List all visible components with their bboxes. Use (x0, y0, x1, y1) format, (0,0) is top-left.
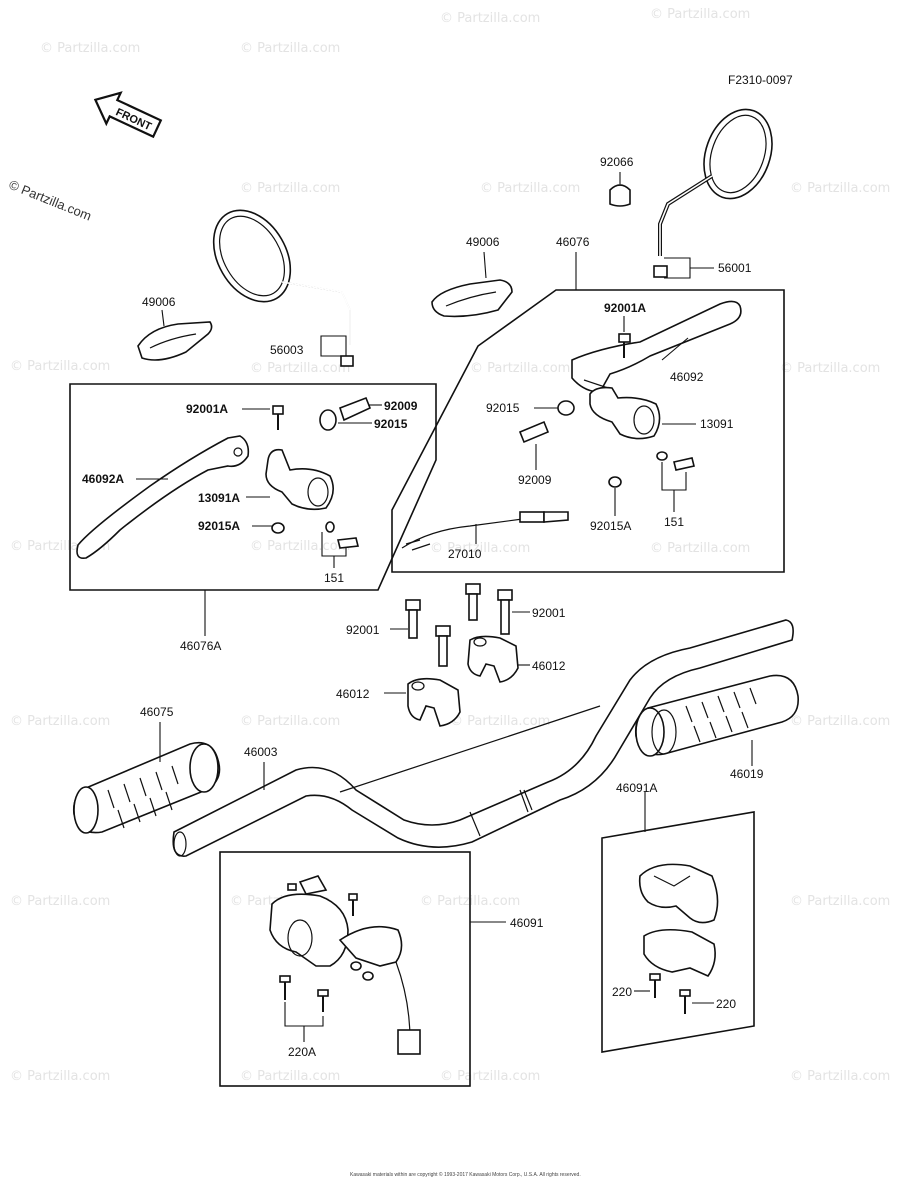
left-lever-assembly (76, 396, 372, 560)
label-13091A: 13091A (198, 491, 240, 505)
svg-text:© Partzilla.com: © Partzilla.com (780, 361, 880, 376)
right-lever-assembly (401, 300, 742, 551)
left-switch-assembly (269, 875, 421, 1055)
label-46076A: 46076A (180, 639, 221, 653)
label-56003: 56003 (270, 343, 304, 357)
svg-text:© Partzilla.com: © Partzilla.com (650, 541, 750, 556)
svg-text:© Partzilla.com: © Partzilla.com (650, 7, 750, 22)
label-46019: 46019 (730, 767, 764, 781)
left-lever-cover (137, 321, 213, 361)
svg-text:© Partzilla.com: © Partzilla.com (240, 181, 340, 196)
label-46092: 46092 (670, 370, 704, 384)
svg-text:© Partzilla.com: © Partzilla.com (10, 1069, 110, 1084)
svg-text:© Partzilla.com: © Partzilla.com (440, 11, 540, 26)
watermark-layer: © Partzilla.com © Partzilla.com © Partzi… (10, 7, 890, 1084)
svg-text:© Partzilla.com: © Partzilla.com (440, 1069, 540, 1084)
svg-text:© Partzilla.com: © Partzilla.com (250, 361, 350, 376)
left-mirror (212, 209, 354, 367)
svg-text:© Partzilla.com: © Partzilla.com (240, 1069, 340, 1084)
label-220-right: 220 (716, 997, 736, 1011)
right-switch-assembly (638, 863, 719, 1014)
svg-text:© Partzilla.com: © Partzilla.com (790, 894, 890, 909)
svg-text:© Partzilla.com: © Partzilla.com (790, 1069, 890, 1084)
svg-text:© Partzilla.com: © Partzilla.com (40, 41, 140, 56)
svg-text:© Partzilla.com: © Partzilla.com (480, 181, 580, 196)
label-92001-right: 92001 (532, 606, 566, 620)
svg-text:© Partzilla.com: © Partzilla.com (790, 714, 890, 729)
svg-text:© Partzilla.com: © Partzilla.com (10, 359, 110, 374)
left-lever-box (69, 383, 437, 591)
label-151-left: 151 (324, 571, 344, 585)
label-92066: 92066 (600, 155, 634, 169)
left-grip (72, 741, 221, 834)
svg-text:© Partzilla.com: © Partzilla.com (430, 541, 530, 556)
handlebar (172, 619, 794, 857)
copyright-text: Kawasaki materials within are copyright … (350, 1171, 581, 1178)
label-46092A: 46092A (82, 472, 124, 486)
right-lever-cover (431, 279, 513, 318)
label-92009-right: 92009 (518, 473, 552, 487)
label-220A: 220A (288, 1045, 316, 1059)
right-grip (634, 674, 799, 757)
svg-text:© Partzilla.com: © Partzilla.com (470, 361, 570, 376)
label-92015A-right: 92015A (590, 519, 631, 533)
svg-text:© Partzilla.com: © Partzilla.com (240, 714, 340, 729)
label-49006-right: 49006 (466, 235, 500, 249)
label-92001A-left: 92001A (186, 402, 228, 416)
svg-text:© Partzilla.com: © Partzilla.com (450, 714, 550, 729)
left-switch-box (219, 851, 471, 1087)
label-46091: 46091 (510, 916, 544, 930)
label-49006-left: 49006 (142, 295, 176, 309)
svg-text:© Partzilla.com: © Partzilla.com (790, 181, 890, 196)
right-mirror (653, 108, 773, 278)
label-46091A: 46091A (616, 781, 657, 795)
label-46012-right: 46012 (532, 659, 566, 673)
right-switch-box (601, 811, 755, 1053)
label-92015A-left: 92015A (198, 519, 240, 533)
svg-text:© Partzilla.com: © Partzilla.com (240, 41, 340, 56)
label-56001: 56001 (718, 261, 752, 275)
svg-text:© Partzilla.com: © Partzilla.com (10, 894, 110, 909)
label-27010: 27010 (448, 547, 482, 561)
label-92001A-right: 92001A (604, 301, 646, 315)
leader-56003 (320, 335, 347, 357)
handlebar-holders (407, 635, 519, 727)
label-46076: 46076 (556, 235, 590, 249)
label-92001-left: 92001 (346, 623, 380, 637)
label-46003: 46003 (244, 745, 278, 759)
front-arrow-icon: FRONT (93, 91, 163, 139)
label-92009-left: 92009 (384, 399, 418, 413)
svg-text:© Partzilla.com: © Partzilla.com (10, 714, 110, 729)
label-92015-right: 92015 (486, 401, 520, 415)
svg-text:© Partzilla.com: © Partzilla.com (250, 539, 350, 554)
label-92015-left: 92015 (374, 417, 408, 431)
label-46012-left: 46012 (336, 687, 370, 701)
figure-code: F2310-0097 (728, 73, 793, 87)
right-lever-box (391, 289, 785, 573)
label-46075: 46075 (140, 705, 174, 719)
label-151-right: 151 (664, 515, 684, 529)
label-220-left: 220 (612, 985, 632, 999)
side-watermark: © Partzilla.com (7, 177, 94, 224)
cap-92066 (609, 184, 631, 207)
clamp-bolts (405, 583, 513, 667)
label-13091: 13091 (700, 417, 734, 431)
